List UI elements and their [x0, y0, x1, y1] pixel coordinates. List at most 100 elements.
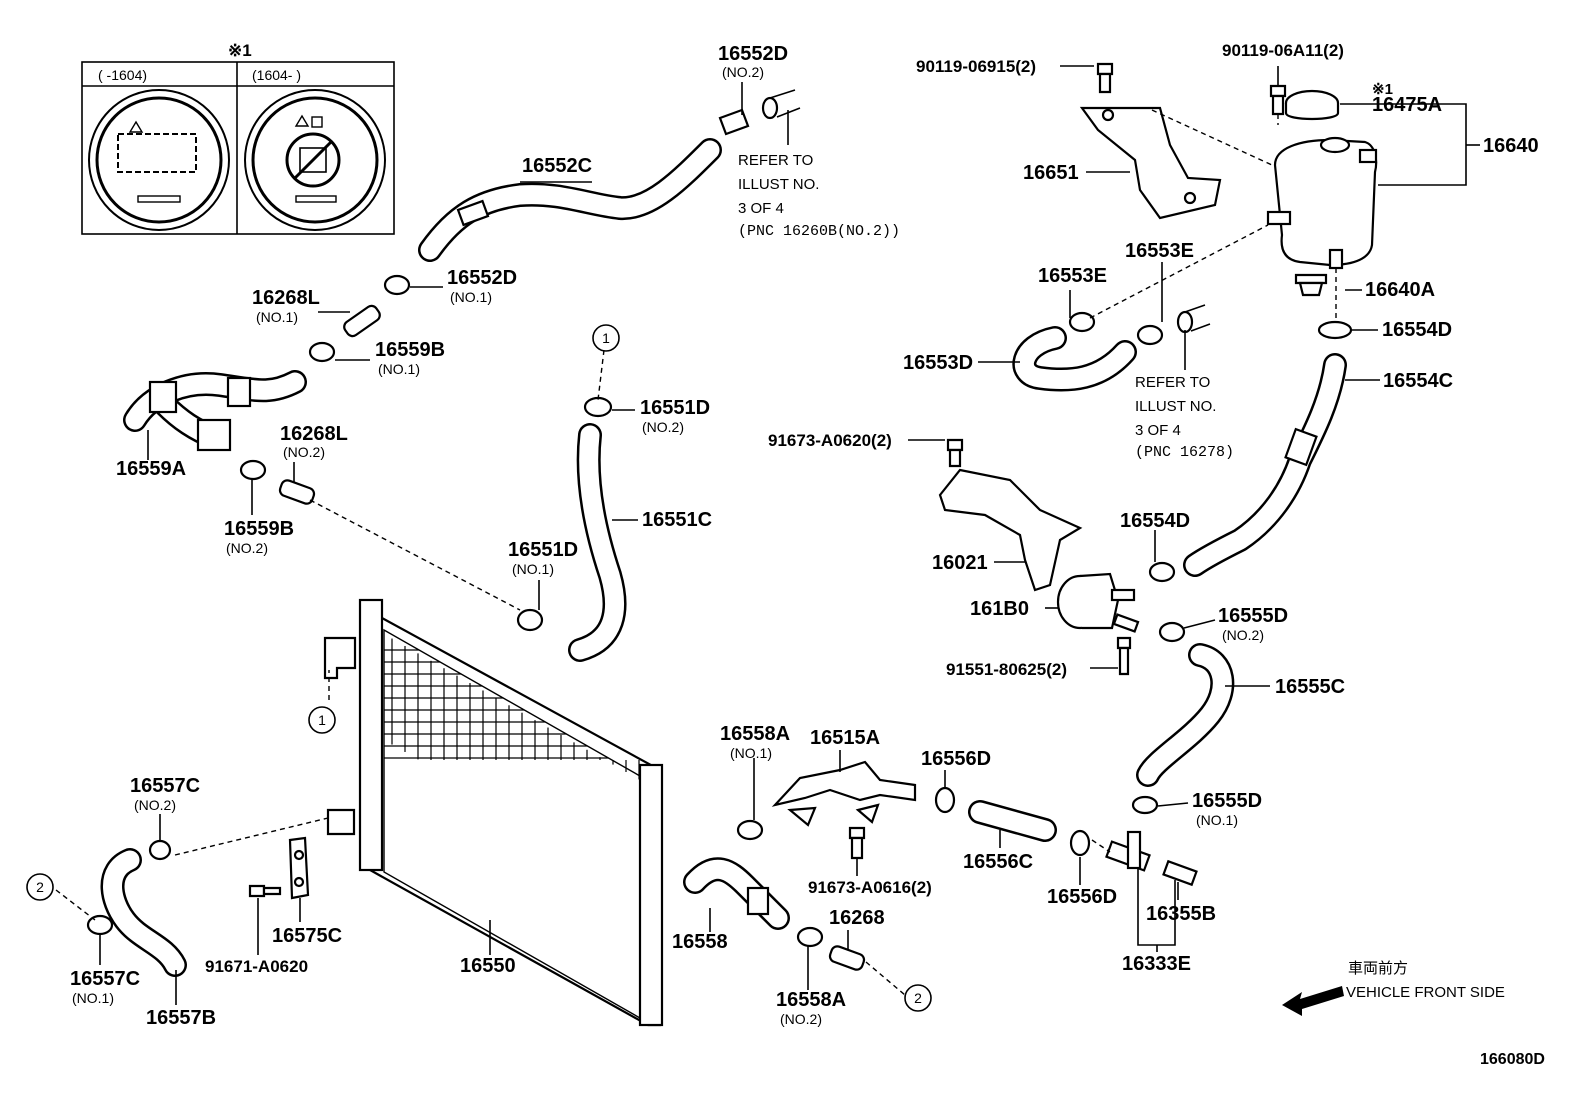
label-16557C-no1: 16557C — [70, 968, 140, 990]
sub-16559B-no1: (NO.1) — [378, 361, 420, 377]
part-labels: 16552D (NO.2) 16552C 16552D (NO.1) 16268… — [70, 41, 1539, 1029]
sub-16552D-no1: (NO.1) — [450, 289, 492, 305]
hose-16554C — [1148, 320, 1353, 583]
dashed-guides — [55, 109, 1337, 996]
upper-hose-16552C — [418, 89, 801, 262]
label-16553E-b: 16553E — [1125, 240, 1194, 262]
label-16558A-no1: 16558A — [720, 723, 790, 745]
label-16554C: 16554C — [1383, 370, 1453, 392]
note-mark-cap: ※1 — [1372, 81, 1393, 98]
label-16333E: 16333E — [1122, 953, 1191, 975]
label-16651: 16651 — [1023, 162, 1079, 184]
label-16558A-no2: 16558A — [776, 989, 846, 1011]
bracket-16651 — [1079, 62, 1287, 220]
inset-note-mark: ※1 — [228, 41, 252, 60]
inset-right-header: (1604- ) — [252, 67, 301, 83]
label-16559B-no2: 16559B — [224, 518, 294, 540]
sub-16557C-no1: (NO.1) — [72, 990, 114, 1006]
hose-16557B — [86, 839, 187, 977]
refer-note-upper: REFER TO ILLUST NO. 3 OF 4 (PNC 16260B(N… — [738, 152, 900, 240]
direction-japanese: 車両前方 — [1348, 960, 1408, 977]
label-16551D-no1: 16551D — [508, 539, 578, 561]
label-16557C-no2: 16557C — [130, 775, 200, 797]
circle-ref-2-left: 2 — [26, 873, 54, 901]
label-16553D: 16553D — [903, 352, 973, 374]
direction-english: VEHICLE FRONT SIDE — [1346, 984, 1505, 1001]
circle-ref-1-top: 1 — [592, 324, 620, 352]
bracket-16021 — [938, 438, 1083, 592]
water-pump-161B0 — [1056, 572, 1140, 676]
svg-text:(PNC 16260B(NO.2)): (PNC 16260B(NO.2)) — [738, 223, 900, 240]
hose-16551C — [516, 396, 627, 662]
cap-old-icon — [88, 89, 230, 231]
label-16559A: 16559A — [116, 458, 186, 480]
hose-16558 — [683, 857, 866, 971]
sub-16555D-no2: (NO.2) — [1222, 627, 1264, 643]
label-90119-06915: 90119-06915(2) — [916, 57, 1036, 76]
label-16555C: 16555C — [1275, 676, 1345, 698]
label-16550: 16550 — [460, 955, 516, 977]
vehicle-front-indicator: 車両前方 VEHICLE FRONT SIDE — [1282, 960, 1505, 1016]
svg-text:REFER TO: REFER TO — [1135, 374, 1210, 391]
leader-lines — [99, 65, 1480, 1005]
svg-text:REFER TO: REFER TO — [738, 152, 813, 169]
cap-variants-inset: ※1 ( -1604) (1604- ) — [81, 41, 395, 235]
svg-text:2: 2 — [914, 990, 922, 1006]
cap-new-icon — [244, 89, 386, 231]
label-161B0: 161B0 — [970, 598, 1029, 620]
label-16268L-no2: 16268L — [280, 423, 348, 445]
svg-text:ILLUST NO.: ILLUST NO. — [738, 176, 819, 193]
sub-16268L-no2: (NO.2) — [283, 444, 325, 460]
label-91551-80625: 91551-80625(2) — [946, 660, 1067, 679]
svg-text:ILLUST NO.: ILLUST NO. — [1135, 398, 1216, 415]
svg-text:1: 1 — [602, 330, 610, 346]
circle-ref-1-bottom: 1 — [308, 706, 336, 734]
sub-16558A-no2: (NO.2) — [780, 1011, 822, 1027]
label-16556C: 16556C — [963, 851, 1033, 873]
label-16640: 16640 — [1483, 135, 1539, 157]
label-16021: 16021 — [932, 552, 988, 574]
svg-text:3 OF 4: 3 OF 4 — [738, 200, 784, 217]
sub-16558A-no1: (NO.1) — [730, 745, 772, 761]
reservoir-16640 — [1266, 89, 1378, 297]
label-16553E-a: 16553E — [1038, 265, 1107, 287]
union-16333E — [1105, 830, 1198, 887]
label-16557B: 16557B — [146, 1007, 216, 1029]
hose-16559A — [123, 370, 307, 452]
label-16640A: 16640A — [1365, 279, 1435, 301]
label-16555D-no1: 16555D — [1192, 790, 1262, 812]
label-16268: 16268 — [829, 907, 885, 929]
inset-left-header: ( -1604) — [98, 67, 147, 83]
sub-16557C-no2: (NO.2) — [134, 797, 176, 813]
sub-16555D-no1: (NO.1) — [1196, 812, 1238, 828]
label-16555D-no2: 16555D — [1218, 605, 1288, 627]
label-90119-06A11: 90119-06A11(2) — [1222, 41, 1344, 60]
hose-16555C — [1131, 621, 1235, 815]
svg-text:2: 2 — [36, 879, 44, 895]
hose-16553D — [1012, 304, 1211, 392]
svg-text:(PNC 16278): (PNC 16278) — [1135, 444, 1234, 461]
label-16515A: 16515A — [810, 727, 880, 749]
circle-ref-2-right: 2 — [904, 984, 932, 1012]
label-16554D-mid: 16554D — [1120, 510, 1190, 532]
svg-text:3 OF 4: 3 OF 4 — [1135, 422, 1181, 439]
bracket-16575C — [248, 836, 310, 900]
label-16552C: 16552C — [522, 155, 592, 177]
sub-16268L-no1: (NO.1) — [256, 309, 298, 325]
svg-text:1: 1 — [318, 712, 326, 728]
label-91673-A0616: 91673-A0616(2) — [808, 878, 932, 897]
sub-16552D-no2: (NO.2) — [722, 64, 764, 80]
sub-16551D-no2: (NO.2) — [642, 419, 684, 435]
label-16552D-no2: 16552D — [718, 43, 788, 65]
illustration-id: 166080D — [1480, 1051, 1545, 1068]
label-16552D-no1: 16552D — [447, 267, 517, 289]
label-16554D-top: 16554D — [1382, 319, 1452, 341]
sub-16559B-no2: (NO.2) — [226, 540, 268, 556]
sub-16551D-no1: (NO.1) — [512, 561, 554, 577]
label-16556D-a: 16556D — [921, 748, 991, 770]
label-16551C: 16551C — [642, 509, 712, 531]
label-16556D-b: 16556D — [1047, 886, 1117, 908]
refer-note-lower: REFER TO ILLUST NO. 3 OF 4 (PNC 16278) — [1135, 374, 1234, 461]
hose-16556C — [968, 800, 1091, 857]
